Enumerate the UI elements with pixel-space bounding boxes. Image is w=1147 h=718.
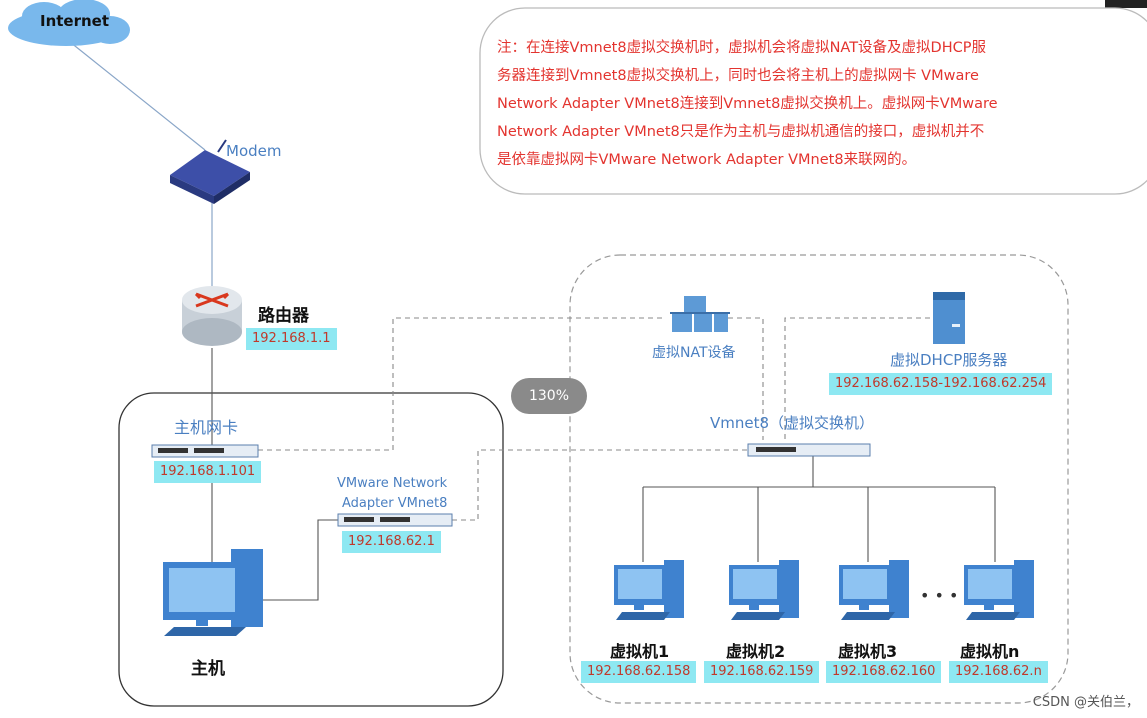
nat-device-label: 虚拟NAT设备: [652, 345, 736, 361]
vmnet8-adapter-label-1: VMware Network: [337, 476, 448, 491]
adapter-vswitch-dashed: [452, 449, 748, 521]
vm2-label: 虚拟机2: [726, 642, 786, 661]
nat-device-icon: [670, 296, 730, 332]
vmnet8-adapter-label-2: Adapter VMnet8: [342, 496, 448, 511]
vm-computer-icon: [839, 560, 909, 620]
vm1-label: 虚拟机1: [610, 642, 670, 661]
zoom-badge: 130%: [511, 378, 587, 414]
modem-label: Modem: [226, 142, 282, 160]
host-label: 主机: [191, 659, 225, 679]
vm-computer-icon: [729, 560, 799, 620]
vswitch-icon: [747, 443, 871, 457]
vmnet8-adapter-ip: 192.168.62.1: [342, 531, 441, 553]
nic-nat-dashed: [258, 317, 662, 451]
router-ip: 192.168.1.1: [246, 328, 337, 350]
host-adapter-link: [262, 519, 338, 601]
host-nic-label: 主机网卡: [174, 418, 239, 437]
vmn-ip: 192.168.62.n: [949, 661, 1048, 683]
note-line: Network Adapter VMnet8只是作为主机与虚拟机通信的接口，虚拟…: [497, 124, 985, 140]
note-line: 是依靠虚拟网卡VMware Network Adapter VMnet8来联网的…: [497, 152, 917, 168]
dhcp-ip-range: 192.168.62.158-192.168.62.254: [829, 373, 1053, 395]
host-boundary: [118, 392, 504, 707]
router-label: 路由器: [258, 306, 309, 326]
note-bubble: [479, 7, 1147, 195]
host-pc-icon: [163, 549, 263, 636]
dhcp-vswitch-dashed: [784, 317, 930, 440]
host-nic-ip: 192.168.1.101: [154, 461, 262, 483]
vm-computer-icon: [614, 560, 684, 620]
note-line: 注：在连接Vmnet8虚拟交换机时，虚拟机会将虚拟NAT设备及虚拟DHCP服: [497, 40, 986, 56]
window-edge: [1105, 0, 1147, 8]
vm1-ip: 192.168.62.158: [581, 661, 697, 683]
vm3-label: 虚拟机3: [838, 642, 898, 661]
nat-vswitch-dashed: [728, 317, 764, 440]
internet-label: Internet: [40, 12, 110, 30]
vm-area-boundary: [569, 254, 1069, 704]
router-icon: [182, 286, 242, 346]
vm2-ip: 192.168.62.159: [704, 661, 820, 683]
internet-modem-link: [69, 41, 206, 151]
watermark: CSDN @关伯兰，: [1032, 695, 1139, 710]
dhcp-server-icon: [933, 292, 965, 344]
vm-ellipsis: • • •: [920, 586, 959, 605]
note-line: Network Adapter VMnet8连接到Vmnet8虚拟交换机上。虚拟…: [497, 96, 998, 112]
vmn-label: 虚拟机n: [960, 642, 1020, 661]
vm3-ip: 192.168.62.160: [826, 661, 942, 683]
internet-cloud-icon: [8, 0, 130, 46]
note-text: 注：在连接Vmnet8虚拟交换机时，虚拟机会将虚拟NAT设备及虚拟DHCP服 务…: [497, 34, 1147, 174]
vm-computer-icon: [964, 560, 1034, 620]
host-nic-icon: [151, 444, 259, 458]
vswitch-label: Vmnet8（虚拟交换机）: [710, 414, 875, 432]
dhcp-server-label: 虚拟DHCP服务器: [890, 351, 1008, 369]
vmnet8-adapter-icon: [337, 513, 453, 527]
modem-icon: [170, 139, 250, 204]
note-line: 务器连接到Vmnet8虚拟交换机上，同时也会将主机上的虚拟网卡 VMware: [497, 68, 979, 84]
